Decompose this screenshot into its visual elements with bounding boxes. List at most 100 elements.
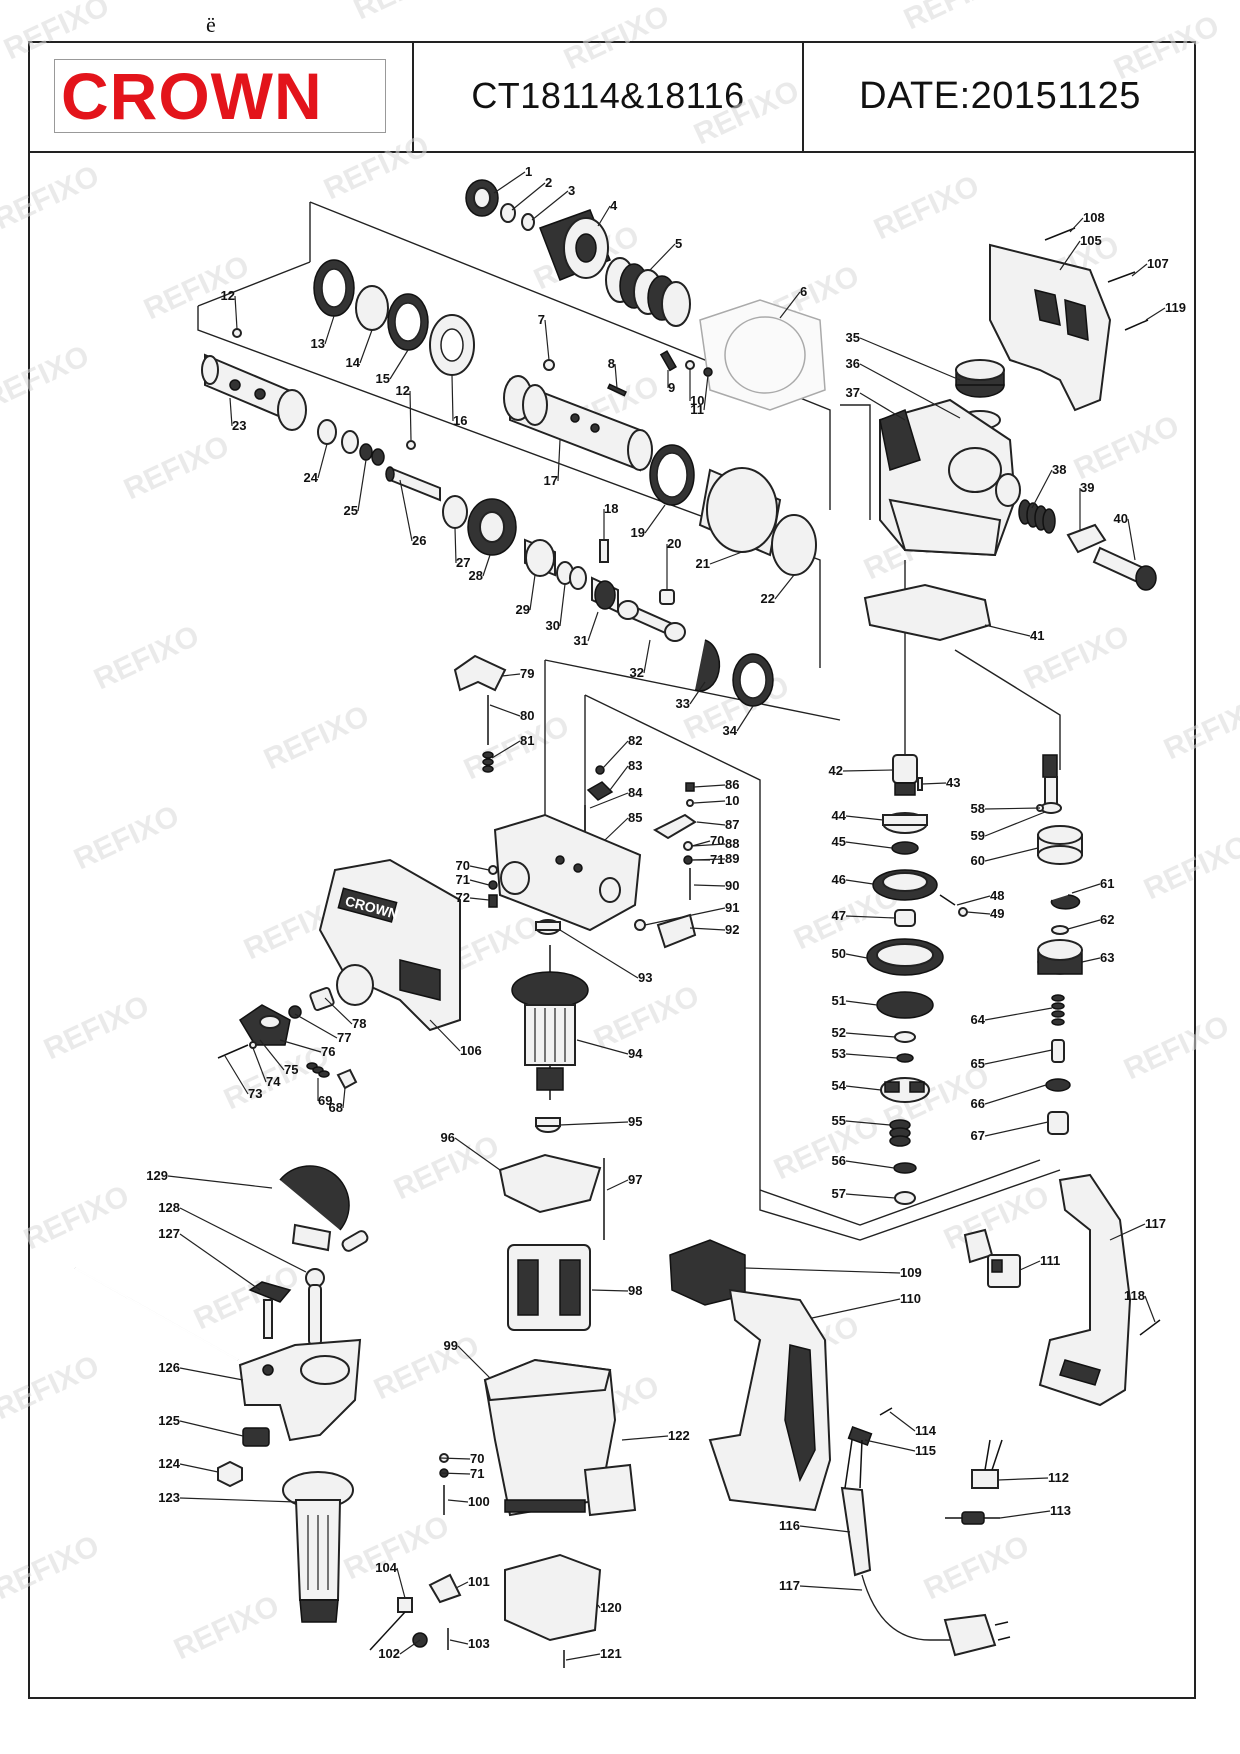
callout-leader [324,997,353,1025]
callout-leader [591,1289,629,1292]
callout-leader [469,879,490,886]
watermark-text: REFIXO [19,1179,134,1256]
part-96 [507,1244,591,1331]
part-number-label: 107 [1147,256,1169,271]
part-number-label: 53 [832,1046,846,1061]
part-number-label: 124 [158,1456,180,1471]
callout-leader [614,363,618,389]
callout-leader [179,1497,297,1503]
part-102 [369,1597,413,1651]
part-37 [879,398,1021,557]
drawing-date: DATE:20151125 [859,74,1141,117]
callout-leader [511,182,546,211]
part-number-label: 10 [690,393,704,408]
watermark-text: REFIXO [39,989,154,1066]
callout-leader [709,551,743,565]
callout-leader [409,390,412,441]
callout-leader [597,1604,601,1609]
callout-leader [529,574,536,611]
part-9 [659,350,677,372]
part-69 [306,1062,330,1078]
callout-leader [1144,1295,1156,1323]
callout-leader [845,1032,896,1038]
part-43 [917,777,923,791]
callout-leader [491,740,521,759]
part-number-label: 125 [158,1413,180,1428]
part-92 [511,945,589,1100]
part-number-label: 39 [1080,480,1094,495]
part-number-label: 65 [971,1056,985,1071]
part-number-label: 62 [1100,912,1114,927]
part-number-label: 57 [832,1186,846,1201]
left-housing-assembly: CROWN [217,858,461,1090]
callout-leader [587,611,599,642]
callout-leader [179,1207,307,1273]
part-number-label: 72 [456,890,470,905]
part-10-b [686,799,694,807]
part-number-label: 38 [1052,462,1066,477]
part-121 [282,1471,354,1623]
part-number-label: 20 [667,536,681,551]
part-number-label: 9 [668,380,675,395]
part-number-label: 105 [1080,233,1102,248]
part-number-label: 110 [900,1291,921,1306]
watermark-text: REFIXO [919,1529,1034,1606]
callout-leader [774,574,795,600]
part-number-label: 16 [453,413,467,428]
part-111 [945,1511,1000,1525]
watermark-text: REFIXO [0,1529,104,1606]
part-48 [939,894,956,906]
part-number-label: 61 [1100,876,1114,891]
part-number-label: 80 [520,708,534,723]
callout-leader [439,1457,471,1460]
callout-leader [294,1013,338,1039]
part-number-label: 31 [574,633,588,648]
part-number-label: 99 [444,1338,458,1353]
brand-name: CROWN [61,59,323,133]
part-71-a [488,880,498,890]
watermark-text: REFIXO [0,0,114,66]
part-32 [617,600,686,642]
part-31 [591,576,619,614]
part-number-label: 44 [832,808,847,823]
part-number-label: 1 [525,164,532,179]
callout-leader [649,243,676,271]
part-number-label: 8 [608,356,615,371]
part-108 [708,1288,832,1512]
part-number-label: 35 [846,330,860,345]
callout-leader [799,1525,851,1533]
part-64 [1051,994,1065,1026]
part-8 [607,383,627,397]
part-38 [1018,499,1056,534]
callout-leader [396,1567,406,1599]
part-45 [891,841,919,855]
motor-assembly [439,919,637,1517]
callout-leader [744,1267,901,1274]
part-number-label: 7 [538,312,545,327]
callout-leader [845,1053,898,1059]
callout-leader [845,1120,891,1126]
callout-leader [559,1121,629,1126]
watermark-text: REFIXO [589,979,704,1056]
part-number-label: 113 [1050,1503,1071,1518]
part-20 [659,589,675,605]
part-number-label: 56 [832,1153,846,1168]
model-number: CT18114&18116 [414,41,804,151]
part-112 [879,1407,893,1416]
part-117-b [1139,1319,1161,1336]
callout-leader [451,374,454,422]
part-47 [894,909,916,927]
part-114 [840,1486,872,1577]
callout-leader [997,1477,1049,1481]
part-number-label: 34 [723,723,738,738]
callout-leader [576,1039,629,1055]
part-number-label: 6 [800,284,807,299]
callout-leader [693,784,726,788]
part-105 [1107,271,1136,283]
part-25 [359,443,373,461]
callout-leader [845,953,868,959]
callout-leader [691,840,711,847]
part-number-label: 13 [311,336,325,351]
watermark-text: REFIXO [1119,1009,1234,1086]
callout-leader [449,1639,469,1645]
